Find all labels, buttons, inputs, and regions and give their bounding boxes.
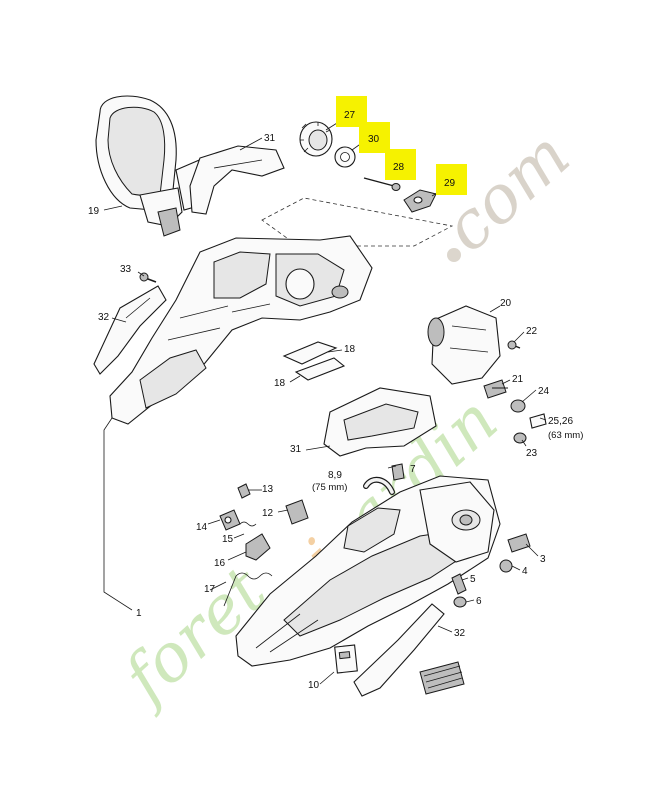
callout-21: 21 [512, 374, 524, 385]
callout-17: 17 [204, 584, 216, 595]
note-63mm: (63 mm) [548, 430, 583, 441]
cover-part-31-top [189, 145, 285, 215]
upper-housing [109, 235, 373, 425]
callout-32-left: 32 [98, 312, 110, 323]
callout-24: 24 [538, 386, 550, 397]
highlight-box-29 [436, 164, 467, 195]
screw-part-33 [139, 272, 157, 283]
callout-3: 3 [540, 554, 546, 565]
callout-4: 4 [522, 566, 528, 577]
leaders-bottom [207, 465, 539, 685]
filter-cover-part-20 [427, 305, 501, 385]
bolt-part-3 [507, 533, 531, 553]
cover-part-32-left [93, 285, 167, 375]
callout-25-26: 25,26 [548, 416, 573, 427]
callout-28: 28 [393, 162, 405, 173]
washer-part-30 [334, 146, 356, 168]
nut-part-4 [499, 559, 513, 573]
watermark-dot [447, 248, 461, 262]
label-plate-lower [419, 661, 465, 695]
callout-18-right: 18 [344, 344, 356, 355]
callout-12: 12 [262, 508, 274, 519]
cap-part-24 [510, 399, 526, 413]
callout-14: 14 [196, 522, 208, 533]
bracket-part-18 [282, 341, 346, 381]
nut-part-6 [453, 596, 467, 608]
hose-part-8-9 [363, 476, 395, 495]
switch-part-12 [285, 499, 309, 525]
callout-30: 30 [368, 134, 380, 145]
callout-18-left: 18 [274, 378, 286, 389]
spark-plug-part-21 [483, 379, 508, 399]
callout-1: 1 [136, 608, 142, 619]
highlight-box-30 [359, 122, 390, 153]
callout-10: 10 [308, 680, 320, 691]
callout-15: 15 [222, 534, 234, 545]
bolt-part-5 [451, 573, 467, 595]
highlight-box-28 [385, 149, 416, 180]
pin-part-13 [237, 483, 251, 499]
spring-part-17 [223, 572, 273, 607]
callout-23: 23 [526, 448, 538, 459]
fastener-part-25-26 [529, 413, 547, 429]
highlight-box-27 [336, 96, 367, 127]
leaders-middle [111, 271, 547, 451]
callout-27: 27 [344, 110, 356, 121]
callout-31-middle: 31 [290, 444, 302, 455]
callout-20: 20 [500, 298, 512, 309]
nut-part-23 [513, 432, 527, 444]
fitting-part-7 [391, 463, 405, 481]
callout-31-top: 31 [264, 133, 276, 144]
callout-32-lower: 32 [454, 628, 466, 639]
callout-6: 6 [476, 596, 482, 607]
screw-part-22 [507, 340, 521, 350]
spring-part-15 [239, 521, 257, 527]
callout-13: 13 [262, 484, 274, 495]
guide-part-29 [403, 189, 437, 213]
trigger-part-16 [245, 533, 271, 561]
label-plate-part-10 [334, 644, 358, 674]
screw-part-28 [363, 177, 401, 191]
note-75mm: (75 mm) [312, 482, 347, 493]
callout-7: 7 [410, 464, 416, 475]
rear-handle-part-19 [95, 95, 215, 237]
sprocket-part-27 [299, 121, 333, 157]
main-housing-part-1 [235, 475, 501, 667]
callout-22: 22 [526, 326, 538, 337]
callout-labels: 27 30 28 29 31 19 33 32 20 22 18 18 21 2… [88, 110, 583, 691]
callout-5: 5 [470, 574, 476, 585]
lever-part-14 [219, 509, 241, 531]
callout-29: 29 [444, 178, 456, 189]
cover-part-32-lower [353, 603, 445, 697]
callout-33: 33 [120, 264, 132, 275]
cover-part-31-middle [323, 387, 437, 457]
callout-8-9: 8,9 [328, 470, 342, 481]
callout-16: 16 [214, 558, 226, 569]
leader-part-1-frame [103, 417, 133, 611]
callout-19: 19 [88, 206, 100, 217]
